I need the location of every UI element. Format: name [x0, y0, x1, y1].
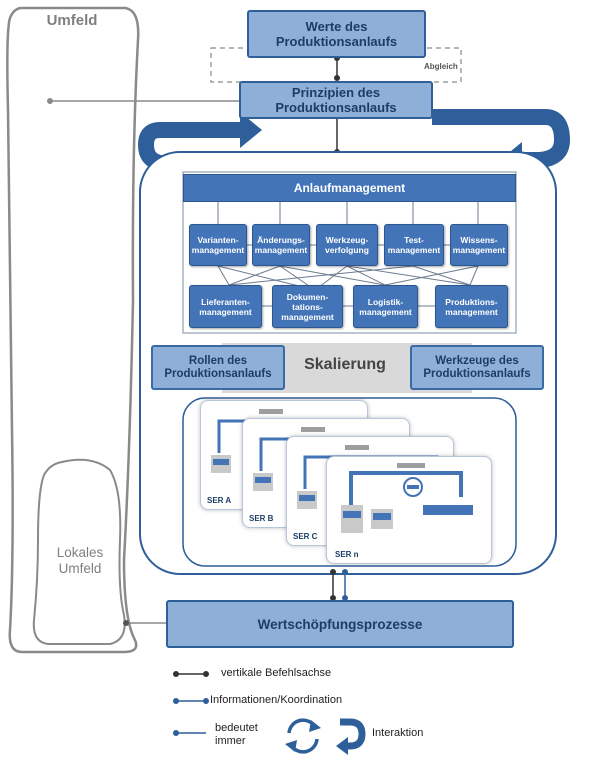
legend-interaction-icon — [336, 718, 366, 755]
ser-card-n[interactable]: SER n — [326, 456, 492, 564]
module-aenderungs[interactable]: Änderungs- management — [252, 224, 310, 266]
rollen-box[interactable]: Rollen des Produktionsanlaufs — [151, 345, 285, 390]
skalierung-label: Skalierung — [304, 356, 386, 373]
info-dot-1 — [342, 569, 348, 575]
module-wissens[interactable]: Wissens- management — [450, 224, 508, 266]
umfeld-outline — [6, 6, 140, 654]
legend-cycle-icon — [285, 718, 321, 754]
ser-card-n-graphic — [341, 463, 473, 533]
lokales-umfeld-label: Lokales Umfeld — [56, 545, 104, 576]
interaction-loop-left — [137, 122, 240, 171]
module-dokumentations[interactable]: Dokumen- tations- management — [272, 285, 343, 328]
abgleich-label: Abgleich — [424, 62, 458, 71]
lokales-connector-dot — [123, 620, 129, 626]
axis-dot-4 — [330, 569, 336, 575]
anlaufmanagement-title[interactable]: Anlaufmanagement — [183, 174, 516, 202]
module-produktions[interactable]: Produktions- management — [435, 285, 508, 328]
interaction-loop-right — [432, 109, 571, 168]
ser-card-b-label: SER B — [249, 514, 274, 523]
werkzeuge-box[interactable]: Werkzeuge des Produktionsanlaufs — [410, 345, 544, 390]
legend-vertical-dot-a — [173, 671, 179, 677]
prinzipien-box[interactable]: Prinzipien des Produktionsanlaufs — [239, 81, 433, 119]
werte-box[interactable]: Werte des Produktionsanlaufs — [247, 10, 426, 58]
wertschoepfung-box[interactable]: Wertschöpfungsprozesse — [166, 600, 514, 648]
module-test[interactable]: Test- management — [384, 224, 444, 266]
legend-interaktion-text: Interaktion — [372, 727, 424, 739]
interaction-arrowhead-left — [240, 112, 262, 148]
axis-dot-2 — [334, 75, 340, 81]
module-lieferanten[interactable]: Lieferanten- management — [189, 285, 262, 328]
ser-card-a-label: SER A — [207, 496, 232, 505]
module-network — [217, 202, 479, 307]
legend-vertikal-text: vertikale Befehlsachse — [221, 667, 332, 679]
legend-immer-text: bedeutet immer — [215, 722, 258, 747]
legend-info-dot-a — [173, 698, 179, 704]
legend-info-text: Informationen/Koordination — [210, 694, 343, 706]
lokales-umfeld-outline — [32, 458, 126, 645]
ser-card-n-label: SER n — [335, 550, 359, 559]
axis-dot-5 — [330, 595, 336, 601]
legend-info-dot-b — [203, 698, 209, 704]
legend-immer-dot — [173, 730, 179, 736]
umfeld-label: Umfeld — [46, 12, 98, 29]
umfeld-connector-dot — [47, 98, 53, 104]
module-werkzeugverfolgung[interactable]: Werkzeug- verfolgung — [316, 224, 378, 266]
module-logistik[interactable]: Logistik- management — [353, 285, 418, 328]
module-varianten[interactable]: Varianten- management — [189, 224, 247, 266]
info-dot-2 — [342, 595, 348, 601]
legend-vertical-dot-b — [203, 671, 209, 677]
ser-card-c-label: SER C — [293, 532, 318, 541]
